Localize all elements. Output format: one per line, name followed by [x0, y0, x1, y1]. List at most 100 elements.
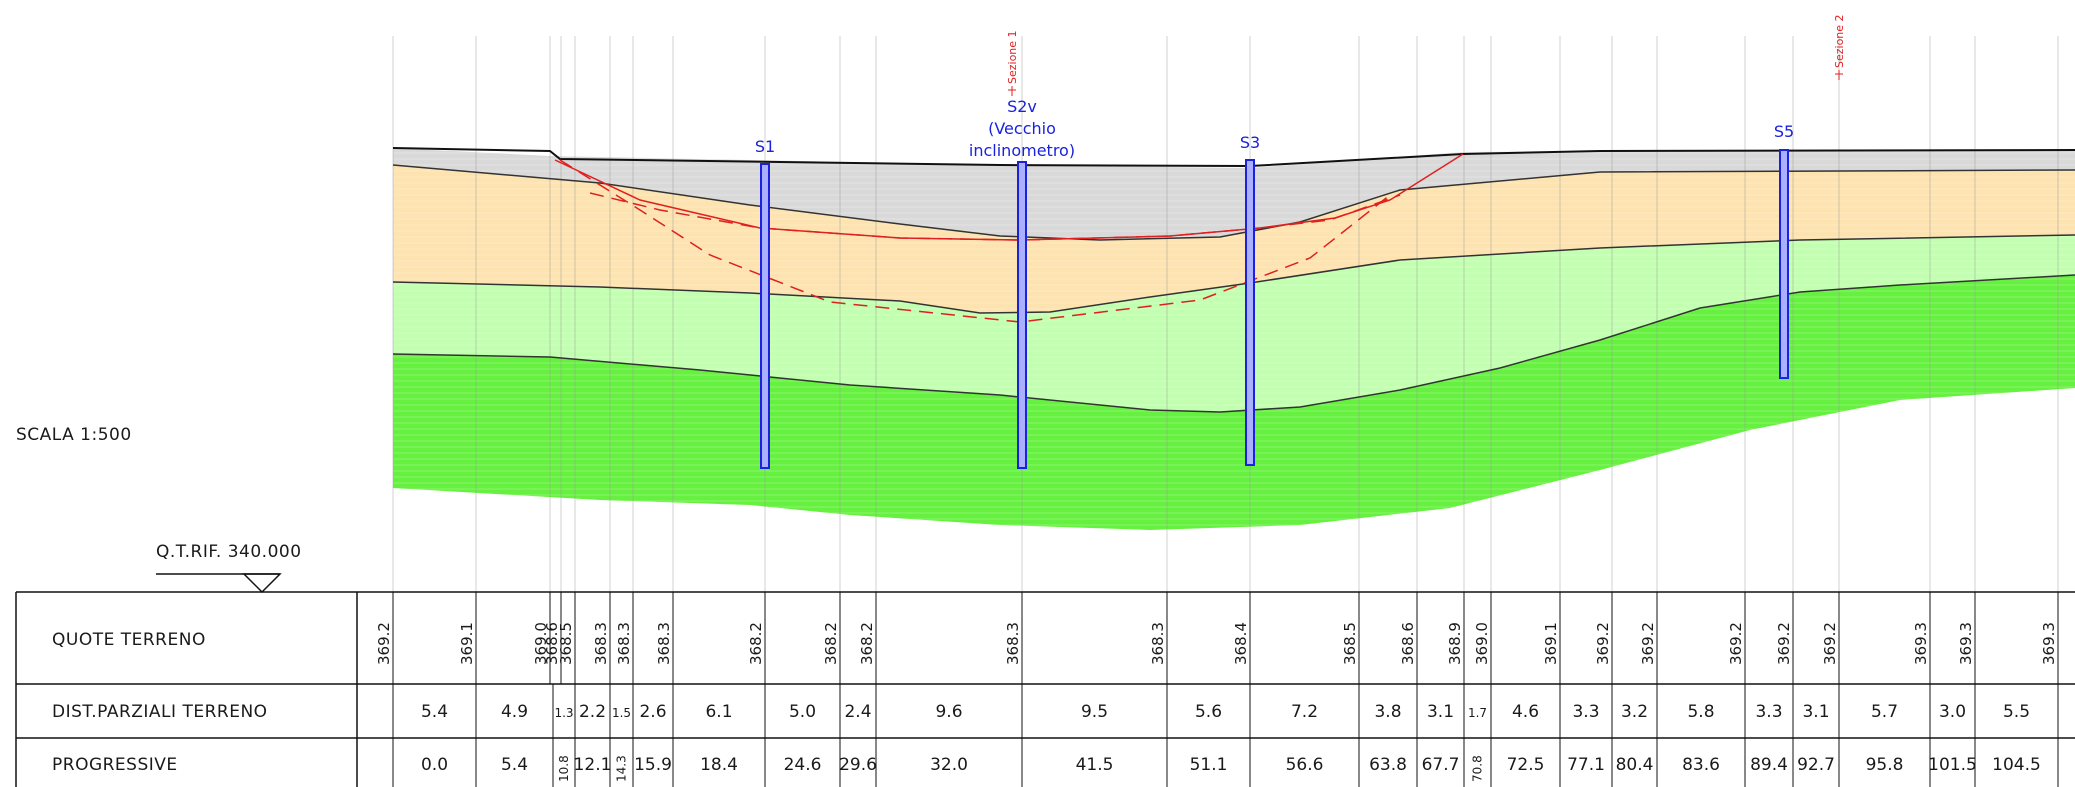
dist-parziale-value: 5.7	[1871, 702, 1898, 722]
scale-label: SCALA 1:500	[16, 425, 132, 445]
dist-parziale-value: 7.2	[1291, 702, 1318, 722]
progressive-value: 32.0	[930, 755, 968, 775]
quote-value: 369.2	[1727, 622, 1745, 665]
borehole-label-s5: S5	[1774, 122, 1794, 141]
dist-parziale-value: 9.6	[935, 702, 962, 722]
borehole-label-s2v-line3: inclinometro)	[969, 141, 1075, 160]
boundary-lightgreen-green	[392, 274, 2075, 413]
progressive-value: 92.7	[1797, 755, 1835, 775]
quote-value: 369.2	[375, 622, 393, 665]
quote-value: 369.1	[1542, 622, 1560, 665]
dist-parziale-value: 3.3	[1755, 702, 1782, 722]
section-marker-2: Sezione 2	[1833, 14, 1846, 80]
quote-value: 369.3	[1957, 622, 1975, 665]
ground-surface-line	[392, 147, 2075, 168]
section-marker-1: Sezione 1	[1006, 30, 1019, 96]
dist-parziale-value: 5.4	[421, 702, 448, 722]
texture-overlay	[393, 140, 2075, 540]
row-label-dist-parziali: DIST.PARZIALI TERRENO	[52, 702, 268, 722]
quote-value: 368.3	[615, 622, 633, 665]
borehole-label-s3: S3	[1240, 133, 1260, 152]
dist-parziale-value: 1.3	[554, 706, 573, 720]
quote-value: 369.2	[1821, 622, 1839, 665]
progressive-value: 77.1	[1567, 755, 1605, 775]
slip-surface-dashed-lower	[559, 159, 1391, 323]
section-label-2: Sezione 2	[1833, 14, 1846, 68]
borehole-label-s1: S1	[755, 137, 775, 156]
dist-parziale-value: 5.0	[789, 702, 816, 722]
dist-parziale-value: 3.2	[1621, 702, 1648, 722]
borehole-s2v	[1017, 161, 1027, 469]
quote-value: 368.4	[1232, 622, 1250, 665]
progressive-value: 51.1	[1190, 755, 1228, 775]
boundary-orange-lightgreen	[392, 234, 2075, 314]
quote-value: 369.1	[458, 622, 476, 665]
progressive-value: 18.4	[700, 755, 738, 775]
dist-parziale-value: 4.6	[1512, 702, 1539, 722]
section-label-1: Sezione 1	[1006, 30, 1019, 84]
quote-value: 368.3	[655, 622, 673, 665]
boundary-grey-orange	[392, 164, 2075, 241]
quote-value: 368.5	[1341, 622, 1359, 665]
progressive-value: 24.6	[784, 755, 822, 775]
dist-parziale-value: 4.9	[501, 702, 528, 722]
dist-parziale-value: 9.5	[1081, 702, 1108, 722]
borehole-label-s2v-line2: (Vecchio	[988, 119, 1056, 138]
progressive-value: 56.6	[1286, 755, 1324, 775]
quote-value: 368.2	[747, 622, 765, 665]
progressive-value: 80.4	[1616, 755, 1654, 775]
quote-value: 368.5	[557, 622, 575, 665]
progressive-value: 83.6	[1682, 755, 1720, 775]
progressive-value: 63.8	[1369, 755, 1407, 775]
grid-lines	[392, 36, 2059, 592]
dist-parziale-value: 2.4	[844, 702, 871, 722]
progressive-value: 95.8	[1866, 755, 1904, 775]
dist-parziale-value: 1.7	[1468, 706, 1487, 720]
dist-parziale-value: 5.5	[2003, 702, 2030, 722]
progressive-value: 0.0	[421, 755, 448, 775]
progressive-value: 10.8	[557, 755, 571, 782]
row-label-progressive: PROGRESSIVE	[52, 755, 178, 775]
quote-value: 369.2	[1639, 622, 1657, 665]
progressive-value: 5.4	[501, 755, 528, 775]
borehole-s5	[1779, 149, 1789, 379]
dist-parziale-value: 5.6	[1195, 702, 1222, 722]
quote-value: 368.9	[1446, 622, 1464, 665]
progressive-value: 101.5	[1928, 755, 1977, 775]
profile-table	[15, 591, 2075, 787]
dist-parziale-value: 2.2	[579, 702, 606, 722]
dist-parziale-value: 2.6	[639, 702, 666, 722]
reference-label: Q.T.RIF. 340.000	[156, 542, 302, 562]
progressive-value: 72.5	[1507, 755, 1545, 775]
dist-parziale-value: 5.8	[1687, 702, 1714, 722]
table-values: 369.2 369.1 369.0 368.6 368.5 368.3 368.3 368.3…	[375, 592, 2059, 787]
quote-value: 369.2	[1594, 622, 1612, 665]
dist-parziale-value: 1.5	[612, 706, 631, 720]
quote-value: 369.2	[1775, 622, 1793, 665]
progressive-value: 15.9	[634, 755, 672, 775]
quote-value: 368.2	[858, 622, 876, 665]
dist-parziale-value: 6.1	[705, 702, 732, 722]
quote-value: 369.3	[2040, 622, 2058, 665]
dist-parziale-value: 3.0	[1939, 702, 1966, 722]
progressive-value: 104.5	[1992, 755, 2041, 775]
reference-triangle-icon	[242, 573, 282, 594]
quote-value: 369.3	[1912, 622, 1930, 665]
borehole-s3	[1245, 159, 1255, 466]
progressive-value: 89.4	[1750, 755, 1788, 775]
progressive-value: 70.8	[1471, 755, 1485, 782]
quote-value: 369.0	[1473, 622, 1491, 665]
dist-parziale-value: 3.8	[1374, 702, 1401, 722]
dist-parziale-value: 3.3	[1572, 702, 1599, 722]
quote-value: 368.6	[1399, 622, 1417, 665]
quote-value: 368.3	[1149, 622, 1167, 665]
quote-value: 368.2	[822, 622, 840, 665]
borehole-s1	[760, 163, 770, 469]
progressive-value: 12.1	[574, 755, 612, 775]
progressive-value: 67.7	[1422, 755, 1460, 775]
row-label-quote-terreno: QUOTE TERRENO	[52, 630, 206, 650]
quote-value: 368.3	[592, 622, 610, 665]
quote-value: 369.0	[532, 622, 550, 665]
dist-parziale-value: 3.1	[1427, 702, 1454, 722]
